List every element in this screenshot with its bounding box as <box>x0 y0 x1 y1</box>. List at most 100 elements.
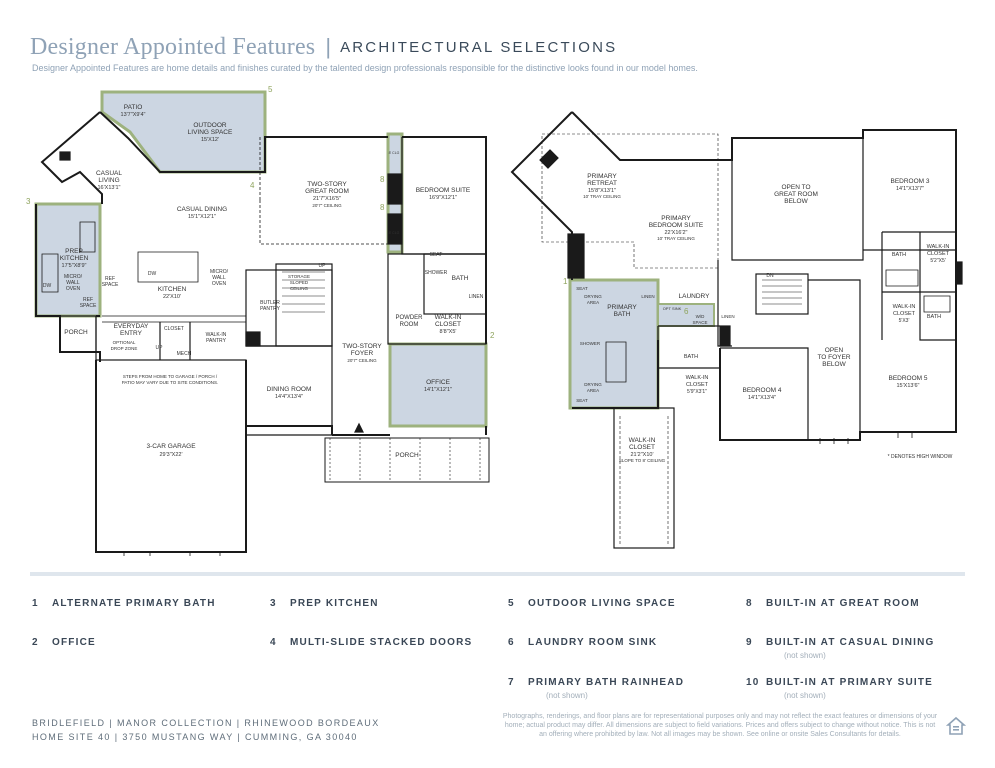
community-line: BRIDLEFIELD | MANOR COLLECTION | RHINEWO… <box>32 718 380 728</box>
marker-5: 5 <box>268 85 273 94</box>
label-ref-prep: REF <box>83 297 93 303</box>
label-drying-a: DRYING <box>584 294 602 299</box>
label-walkin-a: WALK-IN <box>927 244 950 250</box>
label-drying-b: DRYING <box>584 382 602 387</box>
page-title: Designer Appointed Features <box>30 33 316 60</box>
label-storage: STORAGE <box>288 274 310 279</box>
label-dining-dim: 14'4"X13'4" <box>275 394 303 400</box>
label-open-foyer2: TO FOYER <box>817 354 850 361</box>
label-walkin-b2: CLOSET <box>893 311 916 317</box>
label-patio-dim: 13'7"X9'4" <box>121 112 146 118</box>
label-bed5-dim: 15'X13'6" <box>896 383 919 389</box>
second-floor-markers: 1 6 <box>563 277 689 316</box>
label-bath-c: BATH <box>684 354 698 360</box>
label-shower-second: SHOWER <box>580 341 601 346</box>
first-floor-plan <box>34 90 490 556</box>
label-great-room-dim: 21'7"X16'5" <box>313 196 341 202</box>
label-open-great: OPEN TO <box>781 184 810 191</box>
label-primary-bath2: BATH <box>614 311 631 318</box>
label-walkin-d-dim: 21'2"X10' <box>630 452 653 458</box>
label-walkin-a2: CLOSET <box>927 251 950 257</box>
label-primary-bath: PRIMARY <box>607 304 637 311</box>
label-foyer: TWO-STORY <box>342 343 382 350</box>
label-walkin-b: WALK-IN <box>893 304 916 310</box>
equal-housing-icon <box>945 716 967 736</box>
label-bed4: BEDROOM 4 <box>742 387 781 394</box>
label-micro-oven: MICRO/ <box>210 269 229 275</box>
label-prep2: KITCHEN <box>60 255 89 262</box>
title-separator: | <box>325 34 332 59</box>
label-casual-living-dim: 16'X13'1" <box>97 185 120 191</box>
label-storage2: SLOPED <box>290 280 309 285</box>
label-casual-living: CASUAL <box>96 170 122 177</box>
label-bi-top: 8' CLG <box>389 151 400 155</box>
second-floor-labels: PRIMARY RETREAT 15'8"X13'1" 10' TRAY CEI… <box>576 173 952 463</box>
label-kitchen-dim: 22'X10' <box>163 294 181 300</box>
label-wd2: SPACE <box>693 320 708 325</box>
label-mech: MECH <box>177 351 192 357</box>
label-butler2: PANTRY <box>260 306 280 312</box>
label-retreat-ceiling: 10' TRAY CEILING <box>583 194 621 199</box>
address-line: HOME SITE 40 | 3750 MUSTANG WAY | CUMMIN… <box>32 732 358 742</box>
garage-walls <box>95 359 247 553</box>
label-everyday2: ENTRY <box>120 330 143 337</box>
label-outdoor-dim: 15'X12' <box>201 137 219 143</box>
first-floor-labels: PATIO 13'7"X9'4" OUTDOOR LIVING SPACE 15… <box>43 104 484 459</box>
label-bedroom-suite: BEDROOM SUITE <box>416 187 471 194</box>
label-open-great3: BELOW <box>784 198 808 205</box>
label-suite-dim: 22'X16'2" <box>664 230 687 236</box>
label-ref-kitchen2: SPACE <box>102 282 119 288</box>
label-porch-left: PORCH <box>64 329 88 336</box>
label-walkin-first: WALK-IN <box>435 314 462 321</box>
label-butler: BUTLER <box>260 300 280 306</box>
label-pantry: WALK-IN <box>206 332 227 338</box>
marker-1: 1 <box>563 277 568 286</box>
label-seat-bath: SEAT <box>430 252 443 258</box>
label-bed3: BEDROOM 3 <box>890 178 929 185</box>
label-open-foyer: OPEN <box>825 347 844 354</box>
label-retreat-dim: 15'8"X13'1" <box>588 188 616 194</box>
label-suite-ceiling: 10' TRAY CEILING <box>657 236 695 241</box>
label-walkin-d-note: SLOPE TO 8' CEILING <box>619 458 666 463</box>
label-opt-sink: OPT SINK <box>663 306 682 311</box>
label-bath-first: BATH <box>452 275 469 282</box>
label-steps-note2: PATIO MAY VARY DUE TO SITE CONDITIONS. <box>122 380 219 385</box>
marker-6: 6 <box>684 307 689 316</box>
label-bed5: BEDROOM 5 <box>888 375 927 382</box>
label-outdoor: OUTDOOR <box>193 122 227 129</box>
label-outdoor2: LIVING SPACE <box>188 129 233 136</box>
label-great-room: TWO-STORY <box>307 181 347 188</box>
label-powder: POWDER <box>396 315 424 321</box>
label-open-foyer3: BELOW <box>822 361 846 368</box>
label-foyer2: FOYER <box>351 350 374 357</box>
label-up-entry: UP <box>156 345 164 351</box>
label-ref-prep2: SPACE <box>80 303 97 309</box>
label-walkin-first2: CLOSET <box>435 321 461 328</box>
label-walkin-first-dim: 8'8"X5' <box>440 329 457 335</box>
label-seat-b: SEAT <box>576 398 588 403</box>
label-walkin-d2: CLOSET <box>629 444 655 451</box>
label-bedroom-suite-dim: 16'9"X12'1" <box>429 195 457 201</box>
label-office: OFFICE <box>426 379 450 386</box>
second-floor-plan <box>510 111 963 549</box>
label-prep-dim: 17'5"X8'9" <box>62 263 87 269</box>
marker-3: 3 <box>26 197 31 206</box>
label-dining: DINING ROOM <box>267 386 312 393</box>
label-bath-a: BATH <box>892 252 906 258</box>
label-prep: PREP <box>65 248 83 255</box>
marker-8a: 8 <box>380 175 385 184</box>
first-floor-markers: 5 4 3 8 8 2 <box>26 85 495 340</box>
primary-bath-highlight <box>568 278 660 410</box>
label-garage: 3-CAR GARAGE <box>146 443 196 450</box>
label-dn: DN <box>766 273 774 279</box>
label-everyday: EVERYDAY <box>114 323 149 330</box>
label-casual-living2: LIVING <box>98 177 119 184</box>
label-bi-bottom: 8' CLG <box>389 231 400 235</box>
intro-text: Designer Appointed Features are home det… <box>32 63 698 73</box>
